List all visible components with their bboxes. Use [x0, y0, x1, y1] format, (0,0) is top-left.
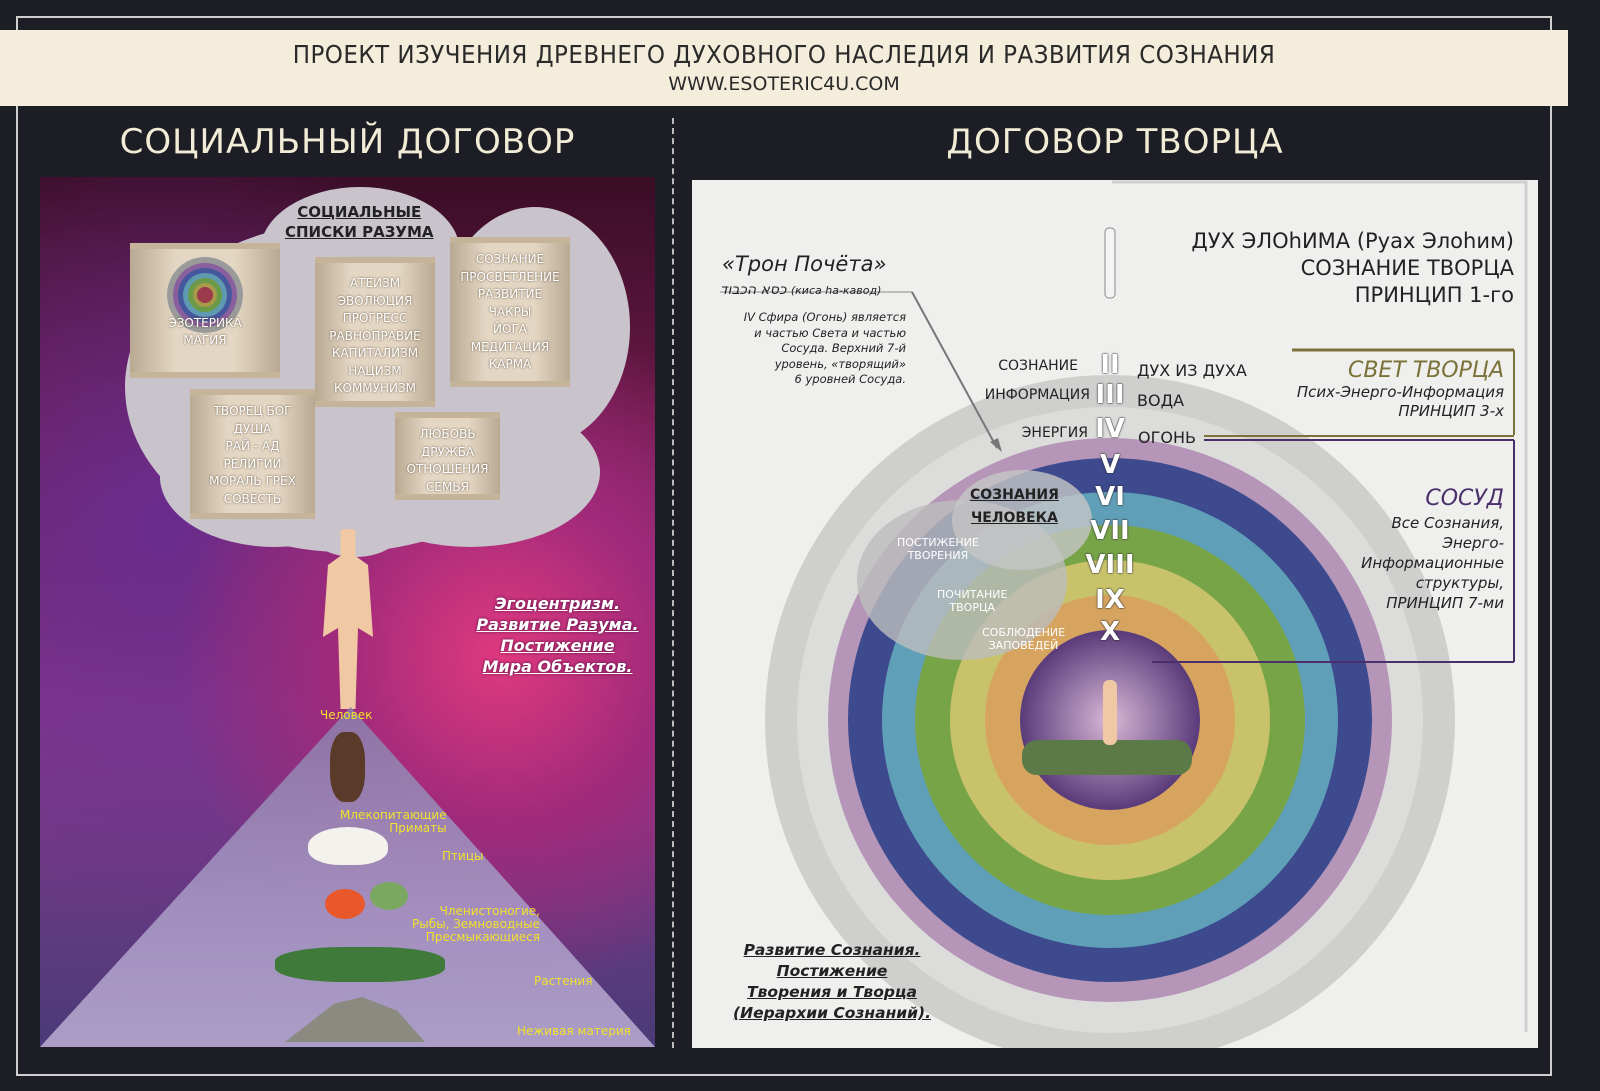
plants-image	[275, 947, 445, 982]
throne-title: «Трон Почёта»	[722, 252, 887, 276]
right-title: ДОГОВОР ТВОРЦА	[946, 122, 1284, 162]
numeral-vi: VI	[1095, 482, 1125, 512]
frog-image	[370, 882, 408, 910]
header-title: ПРОЕКТ ИЗУЧЕНИЯ ДРЕВНЕГО ДУХОВНОГО НАСЛЕ…	[292, 40, 1276, 69]
light-of-creator: СВЕТ ТВОРЦА Псих-Энерго-Информация ПРИНЦ…	[1296, 358, 1504, 420]
spirit-label: ДУХ ЭЛОhИМА (Руах Элоhим)СОЗНАНИЕ ТВОРЦА…	[1191, 229, 1514, 307]
numeral-i	[1104, 227, 1116, 299]
numeral-x: X	[1099, 617, 1121, 647]
label-human: Человек	[320, 708, 373, 722]
rings-icon	[167, 257, 243, 333]
label-nonliving: Неживая материя	[517, 1024, 631, 1038]
sephirot-rings	[720, 180, 1528, 1048]
swan-image	[308, 827, 388, 865]
numeral-v: V	[1099, 450, 1121, 480]
label-mammals: Млекопитающие Приматы	[340, 808, 447, 835]
header-banner: ПРОЕКТ ИЗУЧЕНИЯ ДРЕВНЕГО ДУХОВНОГО НАСЛЕ…	[0, 30, 1568, 106]
label-arthropods: Членистоногие, Рыбы, Земноводные Пресмык…	[412, 904, 540, 944]
divider	[672, 118, 674, 1048]
level-label-water: ВОДА	[1137, 391, 1185, 410]
creator-contract-panel: ДУХ ЭЛОhИМА (Руах Элоhим)СОЗНАНИЕ ТВОРЦА…	[692, 180, 1538, 1048]
chimp-image	[330, 732, 365, 802]
label-birds: Птицы	[442, 849, 484, 863]
left-title: СОЦИАЛЬНЫЙ ДОГОВОР	[119, 122, 576, 162]
cloud-item-commandments: СОБЛЮДЕНИЕ ЗАПОВЕДЕЙ	[982, 626, 1066, 652]
numeral-ii: II	[1100, 350, 1120, 380]
poster-frame	[16, 16, 1552, 1076]
numeral-viii: VIII	[1085, 550, 1135, 580]
numeral-iii: III	[1095, 380, 1125, 410]
level-label-consciousness: СОЗНАНИЕ	[998, 358, 1078, 374]
numeral-iv: IV	[1095, 414, 1125, 444]
human-figure-small	[1103, 680, 1117, 745]
throne-hebrew: כסא הכבוד (киса hа-кавод)	[720, 282, 882, 298]
label-plants: Растения	[534, 974, 593, 988]
level-label-fire: ОГОНЬ	[1138, 428, 1196, 447]
vessel: СОСУД Все Сознания,Энерго-Информационные…	[1361, 486, 1504, 612]
level-label-spirit: ДУХ ИЗ ДУХА	[1137, 361, 1247, 380]
level-label-energy: ЭНЕРГИЯ	[1021, 425, 1088, 441]
fish-image	[325, 889, 365, 919]
numeral-ix: IX	[1095, 585, 1125, 615]
cloud-item-comprehension: ПОСТИЖЕНИЕ ТВОРЕНИЯ	[897, 536, 979, 562]
header-url[interactable]: WWW.ESOTERIC4U.COM	[668, 73, 900, 95]
cloud-item-reverence: ПОЧИТАНИЕ ТВОРЦА	[937, 588, 1008, 614]
level-label-information: ИНФОРМАЦИЯ	[984, 387, 1090, 403]
numeral-vii: VII	[1090, 516, 1130, 546]
